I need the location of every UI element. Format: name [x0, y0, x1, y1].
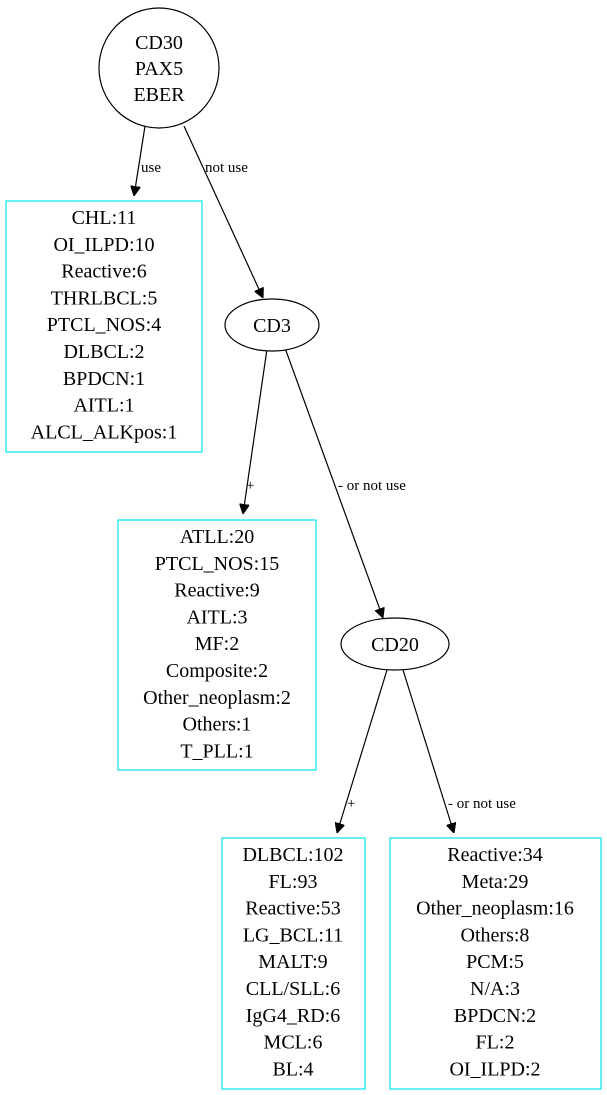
edge-label-plus: +: [347, 796, 355, 812]
leaf-line: Reactive:6: [61, 261, 147, 283]
edge-label-minus-or-not-use: - or not use: [338, 478, 406, 494]
leaf-line: OI_ILPD:10: [53, 234, 154, 256]
edge-cd3-to-cd20: - or not use: [284, 347, 406, 618]
edge-cd20-to-leaf3: +: [337, 669, 388, 833]
edge-label-plus: +: [246, 478, 254, 494]
leaf-line: Meta:29: [462, 871, 529, 893]
leaf-line: ATLL:20: [180, 526, 254, 548]
leaf-line: IgG4_RD:6: [246, 1005, 340, 1027]
leaf-line: Reactive:53: [245, 898, 341, 920]
leaf-line: FL:2: [476, 1032, 515, 1054]
edge-label-use: use: [141, 160, 161, 176]
leaf-line: DLBCL:102: [242, 844, 343, 866]
edge-cd3-to-leaf2: +: [243, 348, 268, 514]
node-cd20: CD20: [340, 617, 450, 671]
edge-label-not-use: not use: [205, 160, 248, 176]
leaf-box-1: CHL:11OI_ILPD:10Reactive:6THRLBCL:5PTCL_…: [5, 200, 203, 453]
node-cd3: CD3: [224, 298, 320, 352]
leaf-line: MALT:9: [258, 951, 327, 973]
leaf-line: Reactive:34: [447, 844, 543, 866]
leaf-line: MF:2: [195, 633, 239, 655]
edge-cd20-to-leaf4: - or not use: [402, 669, 516, 833]
leaf-line: T_PLL:1: [180, 740, 253, 762]
leaf-line: THRLBCL:5: [51, 287, 158, 309]
node-cd30-pax5-eber: CD30 PAX5 EBER: [98, 7, 220, 129]
leaf-line: Others:1: [183, 714, 252, 736]
node-line: EBER: [133, 84, 185, 106]
leaf-box-4: Reactive:34Meta:29Other_neoplasm:16Other…: [389, 837, 602, 1090]
leaf-line: Reactive:9: [174, 580, 260, 602]
leaf-box-3: DLBCL:102FL:93Reactive:53LG_BCL:11MALT:9…: [221, 837, 366, 1090]
leaf-line: AITL:3: [186, 606, 247, 628]
leaf-box-2: ATLL:20PTCL_NOS:15Reactive:9AITL:3MF:2Co…: [117, 519, 317, 771]
leaf-line: N/A:3: [470, 978, 520, 1000]
leaf-line: AITL:1: [73, 395, 134, 417]
leaf-line: BL:4: [272, 1058, 313, 1080]
leaf-line: Composite:2: [166, 660, 268, 682]
leaf-line: CLL/SLL:6: [246, 978, 340, 1000]
leaf-line: BPDCN:2: [454, 1005, 536, 1027]
node-line: CD3: [253, 315, 291, 337]
leaf-line: DLBCL:2: [63, 341, 144, 363]
leaf-line: Other_neoplasm:16: [416, 898, 574, 920]
leaf-line: PCM:5: [466, 951, 524, 973]
leaf-line: OI_ILPD:2: [449, 1058, 540, 1080]
leaf-line: Other_neoplasm:2: [143, 687, 291, 709]
node-line: PAX5: [135, 58, 183, 80]
leaf-line: CHL:11: [72, 207, 137, 229]
node-line: CD20: [371, 634, 419, 656]
leaf-line: ALCL_ALKpos:1: [31, 421, 178, 443]
leaf-line: MCL:6: [264, 1032, 323, 1054]
leaf-line: PTCL_NOS:15: [155, 553, 279, 575]
leaf-line: PTCL_NOS:4: [47, 314, 161, 336]
edge-root-to-cd3: not use: [183, 125, 263, 298]
edge-label-minus-or-not-use: - or not use: [448, 796, 516, 812]
edge-root-to-leaf1: use: [134, 125, 161, 196]
leaf-line: BPDCN:1: [63, 368, 145, 390]
leaf-line: Others:8: [461, 924, 530, 946]
leaf-line: LG_BCL:11: [243, 924, 343, 946]
node-line: CD30: [135, 32, 183, 54]
leaf-line: FL:93: [269, 871, 318, 893]
